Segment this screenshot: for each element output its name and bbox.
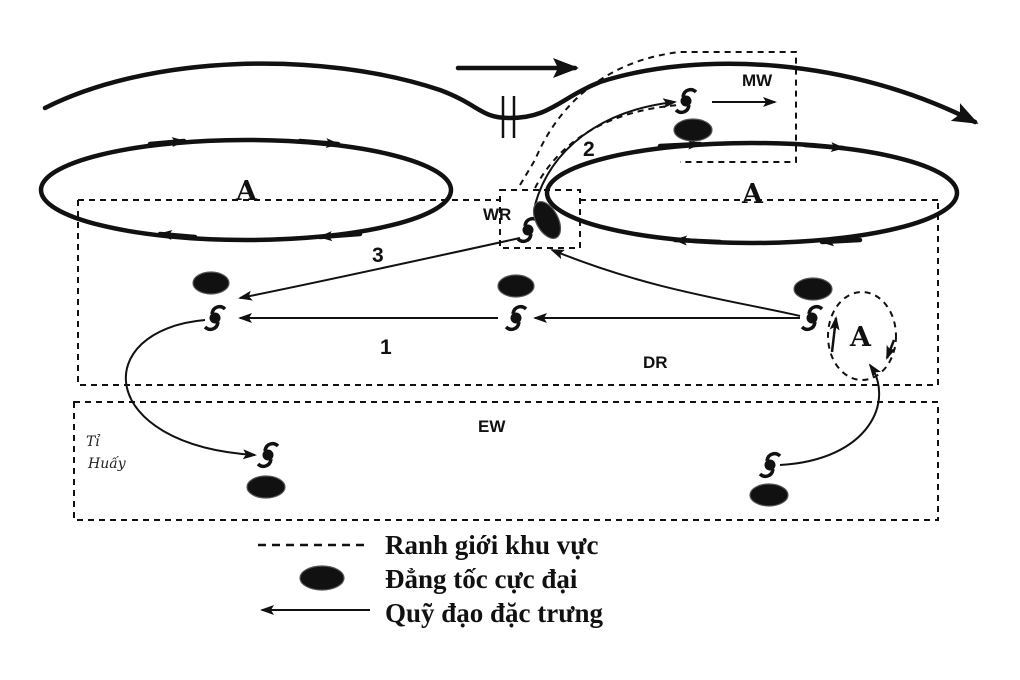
typhoon-icon-east bbox=[800, 304, 824, 332]
mw-region-boundary bbox=[519, 51, 797, 186]
jet-max-ellipse-ew-west bbox=[246, 475, 286, 499]
jet-max-ellipse-mw bbox=[673, 118, 713, 142]
ew-region-label: EW bbox=[478, 417, 506, 436]
typhoon-icon-mw bbox=[674, 87, 698, 115]
dr-region-label: DR bbox=[643, 353, 668, 372]
legend-boundary-label: Ranh giới khu vực bbox=[385, 530, 598, 560]
westerly-jet-line bbox=[42, 61, 979, 125]
handwritten-note-line-2: Huấy bbox=[87, 455, 127, 472]
legend-jet-ellipse-icon bbox=[299, 565, 345, 591]
east-high-flow-arrow-top-1 bbox=[657, 139, 703, 150]
wr-region-boundary bbox=[499, 189, 581, 249]
ew-region-boundary bbox=[73, 401, 939, 521]
west-high-flow-arrow-top-1 bbox=[147, 137, 187, 148]
mw-region-label: MW bbox=[742, 71, 773, 90]
track-recurve-west bbox=[124, 319, 257, 460]
typhoon-icon-wr bbox=[516, 216, 540, 244]
east-high-flow-arrow-top-2 bbox=[802, 142, 846, 153]
track-to-wr bbox=[550, 249, 801, 317]
west-high-flow-arrow-bottom-2 bbox=[157, 230, 198, 241]
jet-max-ellipse-wr bbox=[532, 201, 562, 239]
west-high-label: A bbox=[235, 176, 258, 207]
east-high-ellipse bbox=[544, 140, 960, 246]
small-high-label: A bbox=[849, 322, 872, 353]
east-high-flow-arrow-bottom-1 bbox=[819, 236, 863, 247]
track-route-2 bbox=[534, 98, 677, 206]
dr-region-boundary bbox=[77, 200, 939, 386]
route-1-label: 1 bbox=[380, 336, 392, 359]
track-recurve-east bbox=[779, 363, 882, 466]
route-2-label: 2 bbox=[583, 138, 595, 161]
west-high-ellipse bbox=[38, 137, 454, 243]
typhoon-icon-ew-west bbox=[256, 441, 280, 469]
jet-max-ellipse-center bbox=[497, 274, 535, 298]
east-high-flow-arrow-bottom-2 bbox=[672, 235, 723, 246]
jet-max-ellipse-east bbox=[793, 277, 833, 301]
route-3-label: 3 bbox=[372, 244, 384, 267]
small-high-arrow-left bbox=[829, 316, 840, 353]
typhoon-icon-ew-east bbox=[758, 451, 782, 479]
typhoon-icon-center bbox=[504, 304, 528, 332]
west-high-flow-arrow-bottom-1 bbox=[317, 231, 363, 242]
small-high-arrow-right bbox=[885, 339, 897, 360]
jet-max-ellipse-west bbox=[192, 271, 230, 295]
handwritten-note-line-1: Tỉ bbox=[86, 433, 100, 450]
track-route-3 bbox=[238, 237, 521, 301]
wr-region-label: WR bbox=[483, 205, 511, 224]
legend-track-label: Quỹ đạo đặc trưng bbox=[385, 598, 603, 628]
west-high-flow-arrow-top-2 bbox=[297, 138, 341, 149]
jet-max-ellipse-ew-east bbox=[749, 483, 789, 507]
typhoon-icon-west bbox=[203, 304, 227, 332]
legend-jet-label: Đẳng tốc cực đại bbox=[385, 564, 578, 594]
east-high-label: A bbox=[741, 179, 764, 210]
small-high-circulation bbox=[827, 291, 897, 381]
